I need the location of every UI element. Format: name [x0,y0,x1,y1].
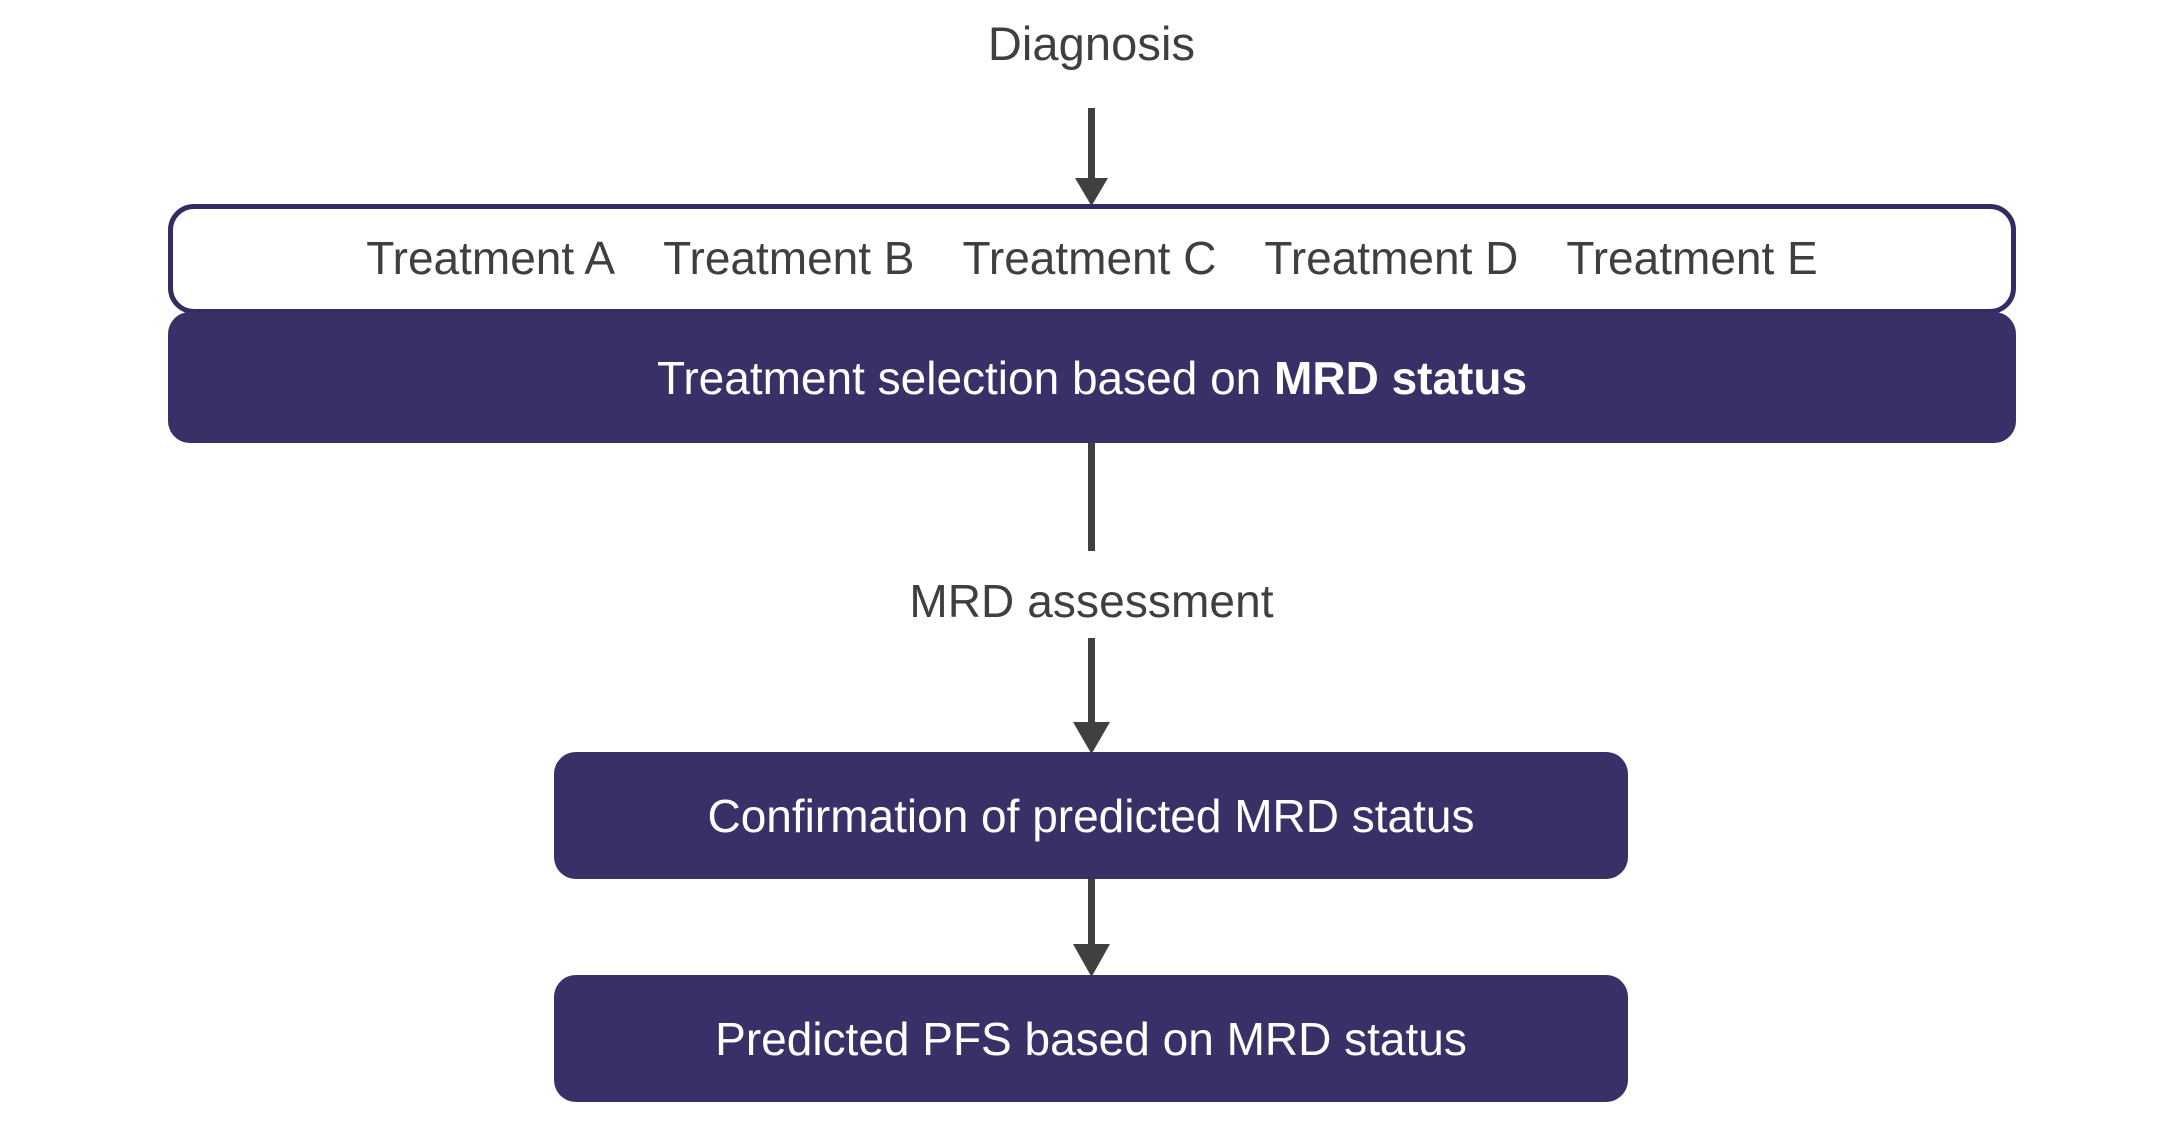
diagnosis-label: Diagnosis [987,17,1196,70]
mrd-selection-text: Treatment selection based on MRD status [657,355,1527,401]
confirmation-box[interactable]: Confirmation of predicted MRD status [554,752,1628,879]
treatment-option-b[interactable]: Treatment B [663,232,915,284]
treatment-option-a[interactable]: Treatment A [366,232,616,284]
mrd-assessment-edge-label: MRD assessment [0,575,2183,627]
mrd-selection-text-prefix: Treatment selection based on [656,351,1275,404]
mrd-assessment-edge-label-text: MRD assessment [893,575,1290,627]
mrd-selection-text-emphasis: MRD status [1274,351,1528,404]
treatment-options-box[interactable]: Treatment A Treatment B Treatment C Trea… [168,204,2016,314]
confirmation-text: Confirmation of predicted MRD status [707,789,1475,842]
predicted-pfs-box[interactable]: Predicted PFS based on MRD status [554,975,1628,1102]
predicted-pfs-text: Predicted PFS based on MRD status [715,1012,1467,1065]
mrd-selection-bar[interactable]: Treatment selection based on MRD status [168,312,2016,443]
treatment-option-e[interactable]: Treatment E [1566,232,1818,284]
treatment-option-c[interactable]: Treatment C [962,232,1217,284]
arrow-confirmation-to-predicted-pfs [1073,879,1110,977]
treatment-options-row: Treatment A Treatment B Treatment C Trea… [173,235,2011,283]
arrow-diagnosis-to-treatments [1075,108,1108,206]
arrow-assessment-label-to-confirmation [1073,638,1110,754]
treatment-option-d[interactable]: Treatment D [1264,232,1519,284]
